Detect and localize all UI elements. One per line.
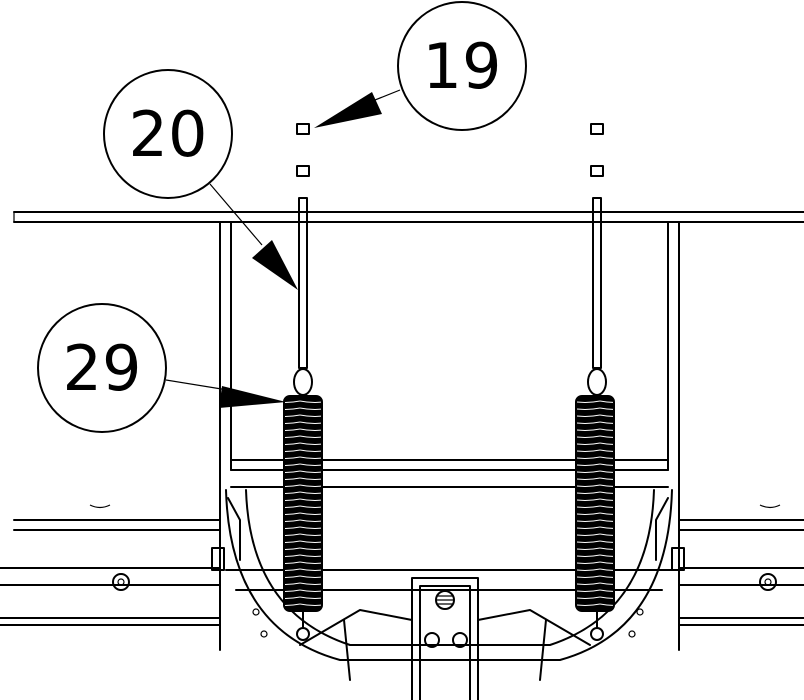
left-nut-bottom — [296, 165, 310, 177]
left-spring — [283, 395, 323, 612]
callout-29-label: 29 — [63, 332, 142, 405]
left-eye-bolt — [298, 197, 308, 369]
right-side-panel — [678, 504, 804, 626]
left-side-panel — [0, 504, 221, 626]
right-nut-bottom — [590, 165, 604, 177]
left-spring-assembly — [283, 123, 323, 641]
frame-top-bar — [13, 211, 804, 223]
left-eye-loop — [293, 368, 313, 396]
callout-20-label: 20 — [129, 98, 208, 171]
callout-19: 19 — [314, 1, 527, 131]
right-spring-assembly — [575, 123, 615, 641]
right-eye-loop — [587, 368, 607, 396]
right-eye-bolt — [592, 197, 602, 369]
right-spring — [575, 395, 615, 612]
right-nut-top — [590, 123, 604, 135]
callout-20: 20 — [103, 69, 298, 290]
left-nut-top — [296, 123, 310, 135]
center-mount — [299, 577, 591, 700]
callout-19-label: 19 — [423, 30, 502, 103]
callout-29: 29 — [37, 303, 286, 433]
